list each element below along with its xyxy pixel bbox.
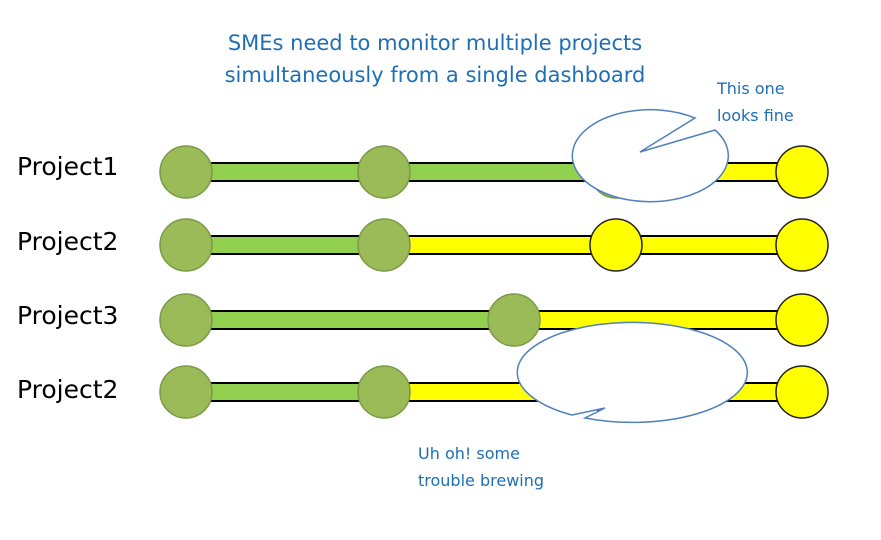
project-3-milestone-2 [487, 293, 541, 347]
callout-looks-fine-line-2: looks fine [717, 106, 794, 125]
title-line-1: SMEs need to monitor multiple projects [227, 31, 643, 55]
project-label-4: Project2 [17, 375, 119, 404]
callout-trouble-line-2: trouble brewing [418, 471, 545, 490]
callout-looks-fine-bubble [571, 109, 730, 203]
project-3-milestone-3 [775, 293, 829, 347]
project-2-milestone-3 [589, 218, 643, 272]
project-1-milestone-4 [775, 145, 829, 199]
callout-trouble-bubble [516, 321, 749, 424]
project-4-milestone-1 [159, 365, 213, 419]
project-3-milestone-1 [159, 293, 213, 347]
project-4-milestone-4 [775, 365, 829, 419]
project-2-segment-1 [185, 235, 385, 255]
title-line-2: simultaneously from a single dashboard [224, 63, 646, 87]
callout-trouble-text: Uh oh! some trouble brewing [418, 440, 544, 494]
project-2-milestone-2 [357, 218, 411, 272]
project-2-milestone-1 [159, 218, 213, 272]
callout-trouble-line-1: Uh oh! some [418, 444, 520, 463]
project-3-segment-1 [185, 310, 515, 330]
project-1-segment-1 [185, 162, 385, 182]
callout-looks-fine-text: This one looks fine [717, 75, 794, 129]
project-2-milestone-4 [775, 218, 829, 272]
project-label-1: Project1 [17, 152, 119, 181]
project-4-milestone-2 [357, 365, 411, 419]
project-2-segment-2 [383, 235, 617, 255]
diagram-title: SMEs need to monitor multiple projects s… [150, 27, 720, 91]
project-4-segment-1 [185, 382, 385, 402]
callout-looks-fine-line-1: This one [717, 79, 785, 98]
callout-looks-fine [571, 109, 730, 203]
project-1-milestone-2 [357, 145, 411, 199]
project-label-2: Project2 [17, 227, 119, 256]
callout-trouble [516, 321, 749, 424]
project-1-milestone-1 [159, 145, 213, 199]
project-label-3: Project3 [17, 301, 119, 330]
project-2-segment-3 [615, 235, 803, 255]
